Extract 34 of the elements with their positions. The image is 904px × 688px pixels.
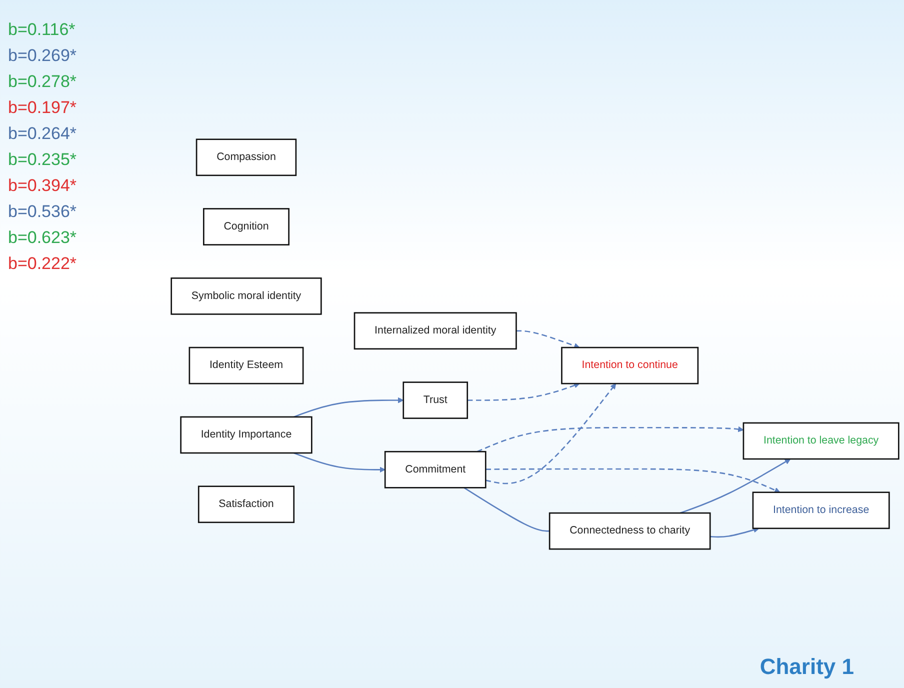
coefficient-label: b=0.116* [8,20,76,40]
node-box: Compassion [196,138,297,176]
node-box: Cognition [203,208,290,246]
node-box: Commitment [384,450,486,488]
arrow [486,383,616,484]
arrow [467,382,580,401]
coefficient-label: b=0.278* [8,72,78,92]
node-box: Intention to continue [561,346,699,384]
node-box: Symbolic moral identity [170,277,322,315]
arrow [294,452,386,472]
arrow [680,458,791,514]
node-box: Intention to leave legacy [742,422,900,460]
coefficient-label: b=0.222* [8,254,78,274]
coefficient-label: b=0.269* [8,46,78,66]
node-box: Intention to increase [752,491,890,529]
arrow [710,526,760,538]
coefficient-label: b=0.394* [8,176,78,196]
connector [464,486,550,532]
node-box: Internalized moral identity [354,312,517,350]
node-box: Identity Esteem [188,346,304,384]
chart-caption: Charity 1 [760,654,854,679]
coefficient-label: b=0.197* [8,98,78,118]
coefficient-label: b=0.536* [8,202,78,222]
coefficient-label: b=0.235* [8,150,78,170]
arrow [486,468,780,493]
node-box: Connectedness to charity [548,512,711,550]
arrow [294,397,404,418]
coefficient-label: b=0.623* [8,228,78,248]
coefficient-label: b=0.264* [8,124,78,144]
node-box: Trust [402,381,468,419]
arrow [516,330,580,348]
node-box: Satisfaction [198,485,295,523]
node-box: Identity Importance [180,416,312,454]
arrow [476,426,744,452]
